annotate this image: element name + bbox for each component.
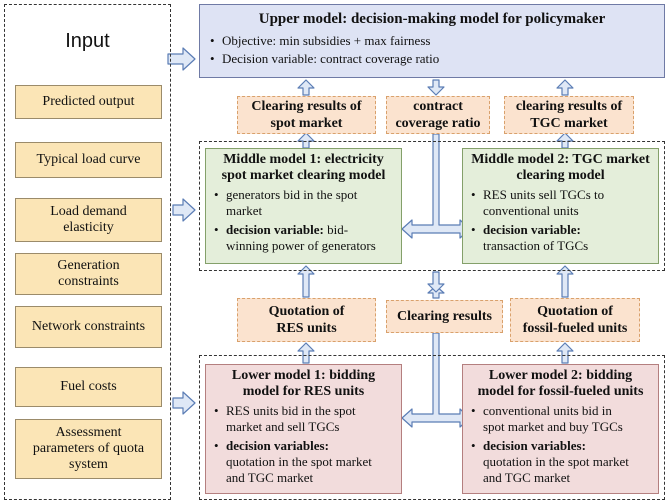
arrow-input-to-lower <box>172 391 196 415</box>
arrow-spot-to-upper <box>297 79 315 96</box>
upper-objective: Objective: min subsidies + max fairness <box>208 33 656 49</box>
arrow-ratio-to-middle <box>401 133 471 239</box>
arrow-input-to-upper <box>167 47 196 71</box>
middle-model-2-bullet-2: decision variable:transaction of TGCs <box>469 222 652 254</box>
middle-model-1-bullet-2: decision variable: bid-winning power of … <box>212 222 395 254</box>
lower-model-2-bullet-2: decision variables:quotation in the spot… <box>469 438 652 486</box>
input-item-predicted-output: Predicted output <box>15 85 162 119</box>
label-clearing-results: Clearing results <box>386 300 503 333</box>
arrow-lower1-to-res-label <box>297 342 315 364</box>
upper-model-box: Upper model: decision-making model for p… <box>199 4 665 78</box>
lower-model-1-bullet-2: decision variables:quotation in the spot… <box>212 438 395 486</box>
input-item-network-constraints: Network constraints <box>15 306 162 348</box>
arrow-input-to-middle <box>172 198 196 222</box>
arrow-clearing-down <box>427 271 445 293</box>
input-item-fuel-costs: Fuel costs <box>15 367 162 407</box>
upper-decision-variable: Decision variable: contract coverage rat… <box>208 51 656 67</box>
arrow-upper-to-ratio <box>427 79 445 96</box>
arrow-lower2-to-fossil-label <box>556 342 574 364</box>
upper-model-title: Upper model: decision-making model for p… <box>258 11 606 27</box>
input-column <box>4 4 171 500</box>
lower-models-group <box>199 355 665 500</box>
arrow-tgc-to-upper <box>556 79 574 96</box>
arrow-clearing-to-lower <box>401 332 471 428</box>
input-title: Input <box>65 30 110 52</box>
input-item-typical-load-curve: Typical load curve <box>15 142 162 178</box>
middle-models-group <box>199 141 665 271</box>
